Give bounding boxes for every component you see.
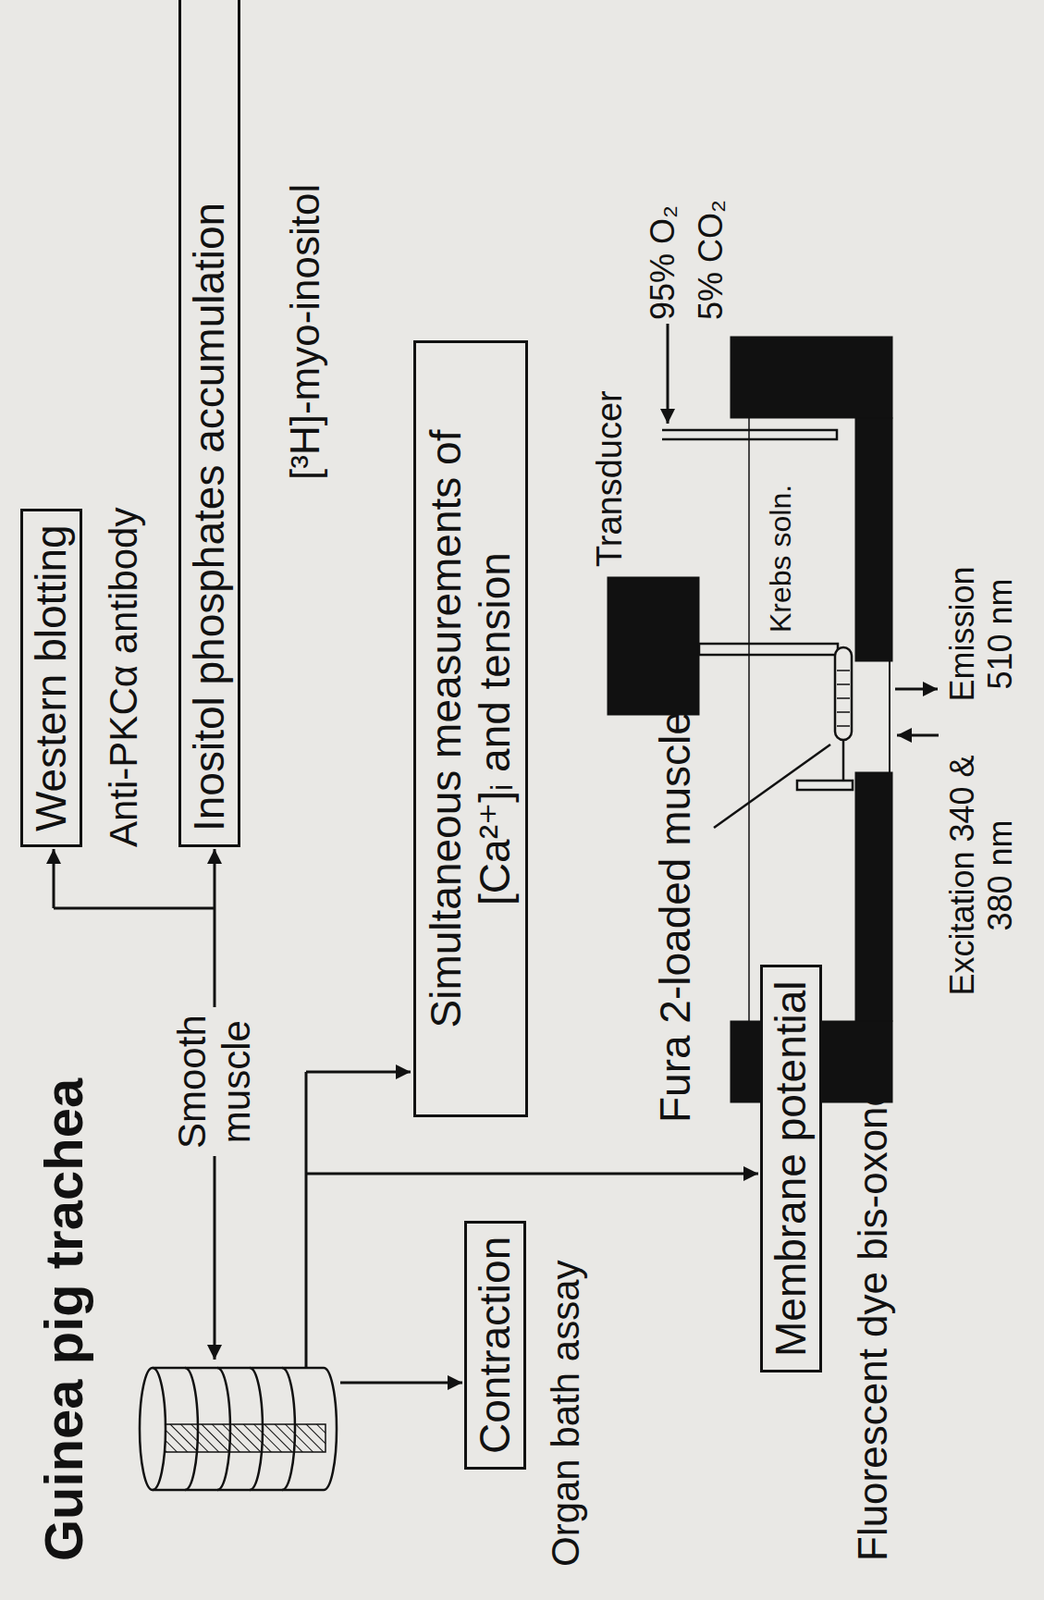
diagram-title: Guinea pig trachea	[33, 1078, 96, 1561]
gas-label: 5% CO₂	[691, 199, 730, 320]
box-label: Inositol phosphates accumulation	[178, 0, 241, 848]
wavelength-label: Emission 510 nm	[943, 548, 1020, 720]
method-note: [³H]-myo-inositol	[282, 184, 330, 480]
method-note: Organ bath assay	[543, 1259, 589, 1567]
method-note: Anti-PKCα antibody	[101, 507, 147, 848]
wavelength-label: Excitation 340 & 380 nm	[943, 738, 1020, 1012]
box-label: Simultaneous measurements of [Ca²⁺]ᵢ and…	[413, 340, 529, 1118]
solution-label: Krebs soln.	[763, 484, 799, 633]
tissue-label: Smooth muscle	[168, 1007, 262, 1156]
part-label: Transducer	[589, 390, 631, 567]
part-label: Fura 2-loaded muscle	[650, 711, 701, 1123]
box-label: Contraction	[464, 1220, 527, 1470]
box-label: Membrane potential	[760, 964, 823, 1373]
method-note: Fluorescent dye bis-oxonol	[849, 1074, 897, 1561]
gas-label: 95% O₂	[643, 205, 682, 320]
trachea-cylinder	[139, 1367, 337, 1490]
box-label: Western blotting	[20, 508, 83, 848]
